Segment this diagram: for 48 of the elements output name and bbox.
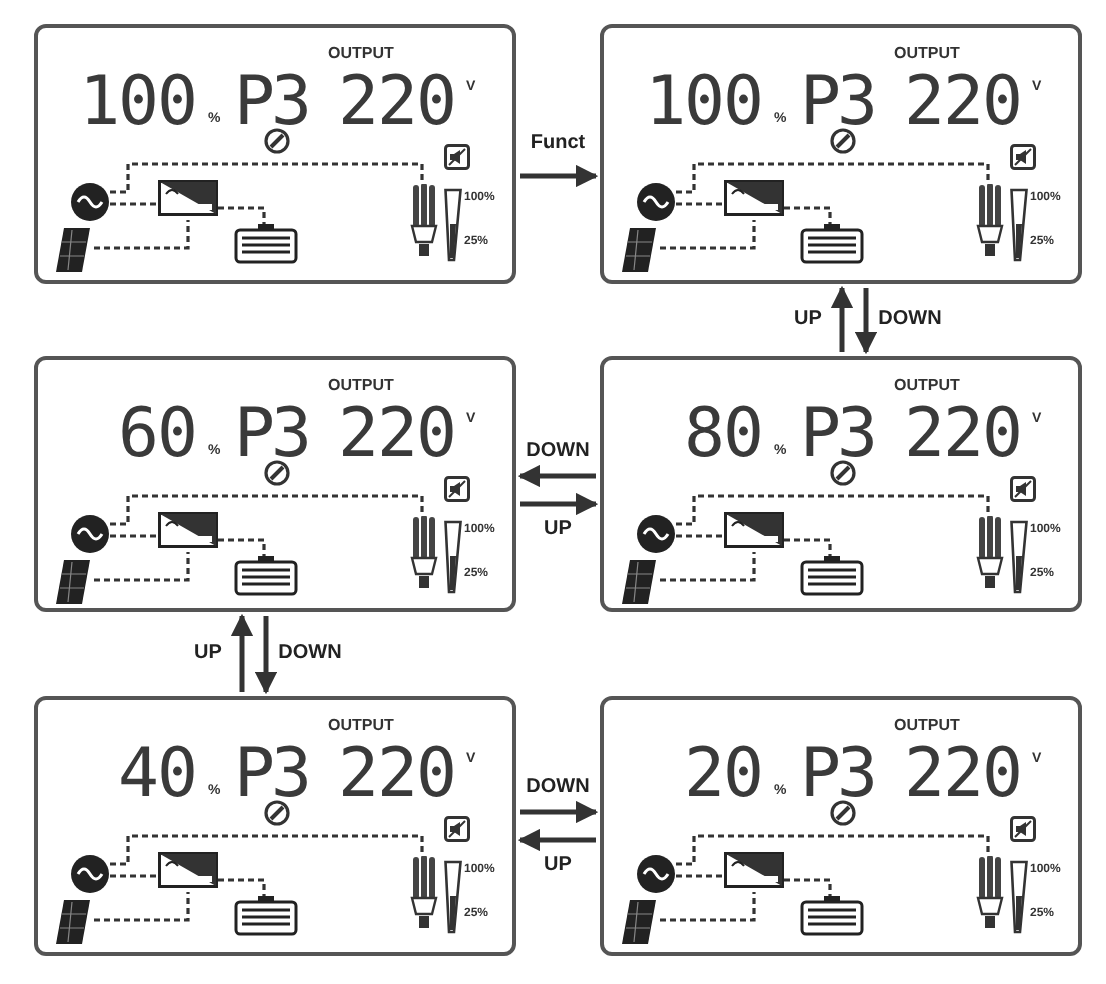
- edge-label: UP: [792, 310, 824, 330]
- lcd-display-panel: [600, 356, 1082, 612]
- edge-label: DOWN: [524, 778, 592, 798]
- arrow: [520, 492, 599, 516]
- lcd-display-panel: [34, 696, 516, 956]
- edge-label: DOWN: [276, 644, 344, 664]
- output-label: OUTPUT: [894, 718, 960, 734]
- output-label: OUTPUT: [328, 46, 394, 62]
- arrow: [520, 800, 599, 824]
- edge-label: UP: [542, 856, 574, 876]
- edge-label: DOWN: [524, 442, 592, 462]
- percentage-readout: 20: [684, 740, 762, 808]
- voltage-readout: 220: [338, 68, 455, 136]
- arrow: [254, 616, 278, 695]
- percentage-readout: 40: [118, 740, 196, 808]
- arrow: [230, 613, 254, 692]
- arrow: [520, 164, 599, 188]
- program-readout: P3: [800, 400, 874, 468]
- program-readout: P3: [234, 740, 308, 808]
- output-label: OUTPUT: [328, 378, 394, 394]
- percentage-readout: 60: [118, 400, 196, 468]
- voltage-readout: 220: [904, 400, 1021, 468]
- lcd-display-panel: [600, 24, 1082, 284]
- arrow: [854, 288, 878, 355]
- output-label: OUTPUT: [894, 46, 960, 62]
- edge-label: Funct: [528, 134, 588, 154]
- lcd-display-panel: [600, 696, 1082, 956]
- output-label: OUTPUT: [328, 718, 394, 734]
- percentage-readout: 80: [684, 400, 762, 468]
- edge-label: UP: [192, 644, 224, 664]
- voltage-readout: 220: [338, 740, 455, 808]
- percentage-readout: 100: [645, 68, 762, 136]
- edge-label: UP: [542, 520, 574, 540]
- output-label: OUTPUT: [894, 378, 960, 394]
- program-readout: P3: [234, 68, 308, 136]
- arrow: [517, 464, 596, 488]
- edge-label: DOWN: [876, 310, 944, 330]
- program-readout: P3: [234, 400, 308, 468]
- arrow: [517, 828, 596, 852]
- voltage-readout: 220: [904, 740, 1021, 808]
- program-readout: P3: [800, 740, 874, 808]
- voltage-readout: 220: [338, 400, 455, 468]
- voltage-readout: 220: [904, 68, 1021, 136]
- lcd-display-panel: [34, 24, 516, 284]
- arrow: [830, 285, 854, 352]
- program-readout: P3: [800, 68, 874, 136]
- percentage-readout: 100: [79, 68, 196, 136]
- lcd-display-panel: [34, 356, 516, 612]
